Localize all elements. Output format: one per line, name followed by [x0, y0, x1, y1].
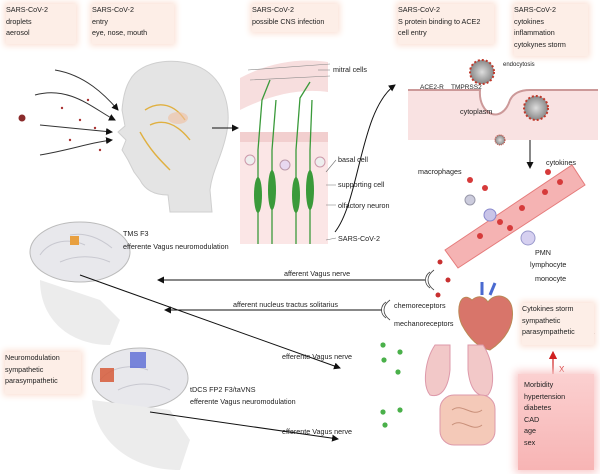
label-sars-cov-2: SARS-CoV-2	[338, 234, 380, 243]
label-chemoreceptors: chemoreceptors	[394, 301, 446, 310]
label-monocyte: monocyte	[535, 274, 567, 283]
tdcs-efferent-line	[149, 411, 339, 442]
label-tdcs-site: tDCS FP2 F3/taVNS	[190, 385, 256, 394]
label-supporting-cell: supporting cell	[338, 180, 385, 189]
risk-x-mark: X	[559, 365, 565, 374]
droplet-stream	[34, 69, 119, 156]
droplet	[18, 114, 26, 122]
label-endocytosis: endocytosis	[503, 62, 535, 68]
label-cytoplasm: cytoplasm	[460, 107, 493, 116]
box-line: SARS-CoV-2	[92, 5, 134, 14]
box-line: parasympathetic	[5, 376, 58, 385]
box-entry: SARS-CoV-2 entry eye, nose, mouth	[92, 4, 174, 44]
cell-membrane	[408, 89, 598, 140]
head-illustration	[117, 60, 229, 213]
label-efferent-vagus-1: efferente Vagus nerve	[282, 352, 353, 361]
risk-item: hypertension	[524, 391, 566, 401]
olfactory-to-cell-arrow	[334, 84, 396, 233]
efferent-dots	[380, 342, 403, 428]
box-line: inflammation	[514, 28, 555, 37]
box-line: Neuromodulation	[5, 353, 60, 362]
receptor-symbols	[381, 269, 435, 321]
box-cytokines-storm: Cytokines storm sympathetic parasympathe…	[522, 303, 594, 345]
box-line: Cytokines storm	[522, 304, 574, 313]
risk-item: CAD	[524, 414, 540, 424]
box-line: eye, nose, mouth	[92, 28, 148, 37]
box-cns: SARS-CoV-2 possible CNS infection	[252, 4, 338, 32]
head-tms	[40, 280, 120, 345]
label-tmprss2: TMPRSS2	[451, 84, 482, 91]
olfactory-leader-lines	[318, 69, 337, 241]
olfactory-epithelium	[240, 60, 331, 244]
box-droplets: SARS-CoV-2 droplets aerosol	[6, 4, 76, 44]
box-line: possible CNS infection	[252, 16, 325, 26]
box-line: droplets	[6, 16, 32, 26]
box-line: SARS-CoV-2	[398, 5, 440, 14]
box-line: cell entry	[398, 28, 427, 37]
label-cytokines: cytokines	[546, 158, 576, 167]
box-line: aerosol	[6, 28, 30, 37]
label-mechanoreceptors: mechanoreceptors	[394, 319, 454, 328]
blood-vessel	[444, 164, 586, 269]
box-line: SARS-CoV-2	[252, 5, 294, 14]
label-afferent-vagus: afferent Vagus nerve	[284, 269, 351, 278]
box-line: cytokines	[514, 16, 544, 26]
box-line: sympathetic	[5, 364, 44, 374]
box-line: sympathetic	[522, 315, 561, 325]
label-tms-efferent: efferente Vagus neuromodulation	[123, 242, 229, 251]
label-macrophages: macrophages	[418, 167, 462, 176]
lungs-illustration	[424, 344, 494, 397]
label-olfactory-neuron: olfactory neuron	[338, 201, 390, 210]
risk-item: diabetes	[524, 403, 552, 412]
box-neuromodulation: Neuromodulation sympathetic parasympathe…	[5, 352, 81, 394]
label-basal-cell: basal cell	[338, 155, 368, 164]
label-efferent-vagus-2: efferente Vagus nerve	[282, 427, 353, 436]
box-line: cytokynes storm	[514, 39, 566, 49]
virus-particles	[469, 59, 549, 146]
box-line: parasympathetic	[522, 327, 575, 336]
box-cytokines: SARS-CoV-2 cytokines inflammation cytoky…	[514, 4, 588, 56]
label-tdcs-efferent: efferente Vagus neuromodulation	[190, 397, 296, 406]
risk-item: age	[524, 426, 536, 435]
risk-item: sex	[524, 437, 536, 447]
label-nts: afferent nucleus tractus solitarius	[233, 300, 338, 309]
box-line: entry	[92, 16, 108, 26]
label-pmn: PMN	[535, 248, 551, 257]
label-tms-site: TMS F3	[123, 229, 149, 238]
heart-illustration	[458, 282, 514, 351]
box-ace2: SARS-CoV-2 S protein binding to ACE2 cel…	[398, 4, 494, 44]
tms-efferent-line	[79, 274, 341, 370]
label-ace2: ACE2-R	[420, 84, 444, 91]
risk-item: Morbidity	[524, 380, 554, 389]
droplet-dots	[60, 98, 102, 152]
brain-tms	[29, 221, 131, 283]
head-tdcs	[92, 400, 190, 470]
label-mitral-cells: mitral cells	[333, 65, 367, 74]
brain-tdcs	[91, 347, 189, 409]
intestine-illustration	[439, 394, 496, 446]
immune-dots	[435, 259, 451, 298]
box-line: S protein binding to ACE2	[398, 16, 481, 26]
box-line: SARS-CoV-2	[514, 5, 556, 14]
label-lymphocyte: lymphocyte	[530, 260, 567, 269]
box-risk-factors: Morbidity hypertension diabetes CAD age …	[518, 374, 594, 470]
box-line: SARS-CoV-2	[6, 5, 48, 14]
